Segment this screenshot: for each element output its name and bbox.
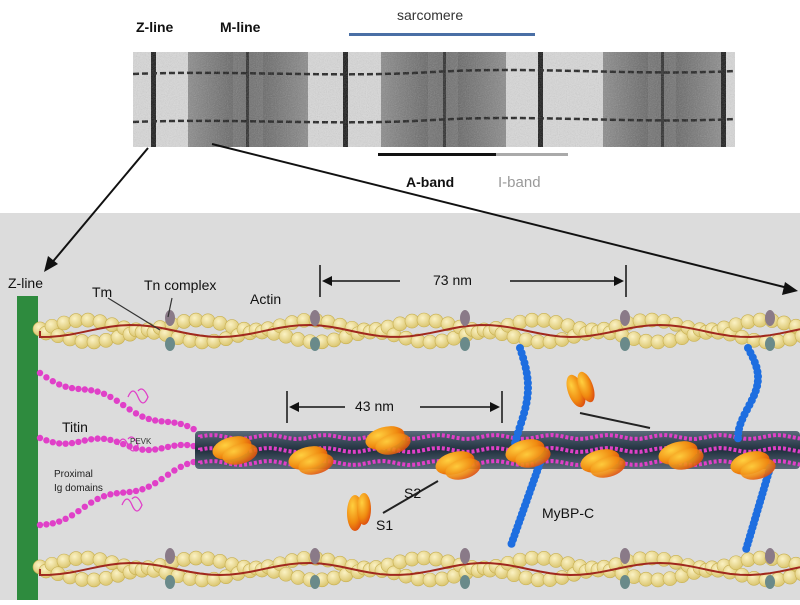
- spacing-43nm-label: 43 nm: [355, 398, 394, 414]
- a-band-bar: [378, 153, 496, 156]
- tn-leader: [167, 297, 173, 318]
- electron-micrograph: [133, 52, 735, 147]
- proximal-ig-label: Proximal Ig domains: [54, 468, 103, 496]
- schematic-canvas: [17, 265, 800, 600]
- thin-filament-bottom: [32, 548, 800, 589]
- proximal-ig-line2: Ig domains: [54, 483, 103, 494]
- s2-leader: [382, 480, 439, 514]
- schematic-z-line-label: Z-line: [8, 275, 44, 291]
- sarcomere-bar: [349, 33, 535, 36]
- titin-label: Titin: [62, 419, 88, 435]
- tm-leader: [107, 297, 161, 331]
- s2-leader-2: [579, 412, 651, 429]
- mybp-c-strands: [507, 344, 774, 553]
- thin-filament-top: [32, 310, 800, 351]
- s1-label: S1: [376, 517, 394, 533]
- filament-schematic: Z-line Tm Tn complex Actin 73 nm 43 nm T…: [0, 213, 800, 600]
- myosin-heads: [212, 371, 776, 531]
- z-line-label: Z-line: [136, 19, 174, 35]
- m-line-label: M-line: [220, 19, 261, 35]
- dimension-73nm: [319, 265, 627, 297]
- titin-strands: [36, 369, 197, 529]
- i-band-label: I-band: [498, 174, 541, 191]
- mybp-c-label: MyBP-C: [542, 505, 595, 521]
- tm-label: Tm: [92, 284, 113, 300]
- thick-filament: [195, 431, 800, 469]
- tn-complex-label: Tn complex: [144, 277, 217, 293]
- dimension-43nm: [286, 391, 503, 423]
- z-disc: [17, 296, 38, 600]
- a-band-label: A-band: [406, 174, 455, 190]
- proximal-ig-line1: Proximal: [54, 469, 93, 480]
- actin-label: Actin: [250, 291, 282, 307]
- sarcomere-label: sarcomere: [397, 7, 464, 23]
- i-band-bar: [496, 153, 568, 156]
- s2-label: S2: [404, 485, 422, 501]
- pevk-label: PEVK: [130, 437, 152, 446]
- spacing-73nm-label: 73 nm: [433, 272, 472, 288]
